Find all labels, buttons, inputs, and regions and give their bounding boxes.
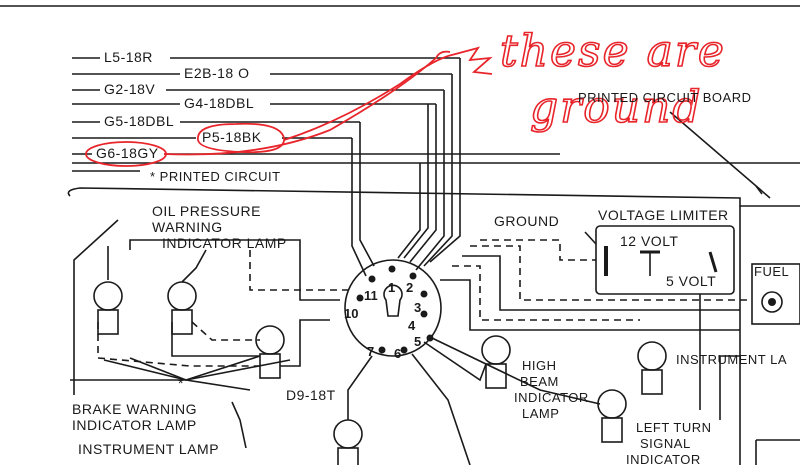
- wire-label-d9: D9-18T: [286, 387, 336, 403]
- right-wiring: [440, 239, 752, 420]
- label-beam: BEAM: [520, 374, 559, 389]
- label-lamp: LAMP: [522, 406, 559, 421]
- wire-label-e2b: E2B-18 O: [184, 65, 249, 81]
- harness-wires: [72, 57, 800, 277]
- label-fuel: FUEL: [754, 264, 789, 279]
- pin-11: 11: [364, 288, 378, 303]
- label-voltage-limiter: VOLTAGE LIMITER: [598, 207, 729, 223]
- wire-label-printed-circuit: * PRINTED CIRCUIT: [150, 169, 281, 184]
- label-brake-indicator: INDICATOR LAMP: [72, 417, 197, 433]
- pin-10: 10: [344, 306, 358, 321]
- fuel-gauge-terminal: [751, 263, 800, 325]
- wire-label-g2: G2-18V: [104, 81, 155, 97]
- wire-labels: L5-18R E2B-18 O G2-18V G4-18DBL G5-18DBL…: [96, 49, 336, 403]
- left-wiring: [70, 219, 601, 465]
- pin-7: 7: [367, 344, 374, 359]
- pin-5: 5: [414, 334, 421, 349]
- label-oil-indicator: INDICATOR LAMP: [162, 235, 287, 251]
- red-annotation: these are ground: [85, 25, 726, 167]
- printed-circuit-outline: [67, 111, 800, 465]
- wire-label-g5: G5-18DBL: [104, 113, 174, 129]
- wire-label-l5: L5-18R: [104, 49, 153, 65]
- label-signal: SIGNAL: [640, 436, 691, 451]
- label-5-volt: 5 VOLT: [666, 273, 716, 289]
- pin-3: 3: [414, 300, 421, 315]
- lamps: [93, 246, 667, 465]
- label-12-volt: 12 VOLT: [620, 233, 679, 249]
- label-left-turn: LEFT TURN: [636, 420, 712, 435]
- pin-4: 4: [408, 318, 416, 333]
- label-oil-pressure: OIL PRESSURE: [152, 203, 261, 219]
- annotation-line2: ground: [530, 82, 703, 133]
- label-printed-circuit-board: PRINTED CIRCUIT BOARD: [578, 90, 752, 105]
- pin-6: 6: [394, 346, 401, 361]
- wire-label-p5: P5-18BK: [202, 129, 262, 145]
- label-indicator: INDICATOR: [514, 390, 589, 405]
- pin-numbers: 1 2 3 4 5 6 7 10 11: [344, 280, 421, 361]
- pin-1: 1: [388, 280, 395, 295]
- label-brake-warning: BRAKE WARNING: [72, 401, 197, 417]
- highlight-p5: [197, 122, 285, 154]
- wire-label-g6: G6-18GY: [96, 145, 159, 161]
- label-asterisk: *: [178, 375, 184, 391]
- label-oil-warning: WARNING: [152, 219, 223, 235]
- label-left-indicator: INDICATOR: [626, 452, 701, 465]
- component-labels: PRINTED CIRCUIT BOARD OIL PRESSURE WARNI…: [72, 90, 789, 465]
- annotation-line1: these are: [500, 26, 726, 77]
- connector: [344, 259, 442, 357]
- label-instrument-left: INSTRUMENT LAMP: [78, 441, 219, 457]
- label-ground: GROUND: [494, 213, 559, 229]
- label-instrument-right: INSTRUMENT LA: [676, 352, 787, 367]
- label-high: HIGH: [522, 358, 557, 373]
- pin-2: 2: [406, 280, 413, 295]
- wire-label-g4: G4-18DBL: [184, 95, 254, 111]
